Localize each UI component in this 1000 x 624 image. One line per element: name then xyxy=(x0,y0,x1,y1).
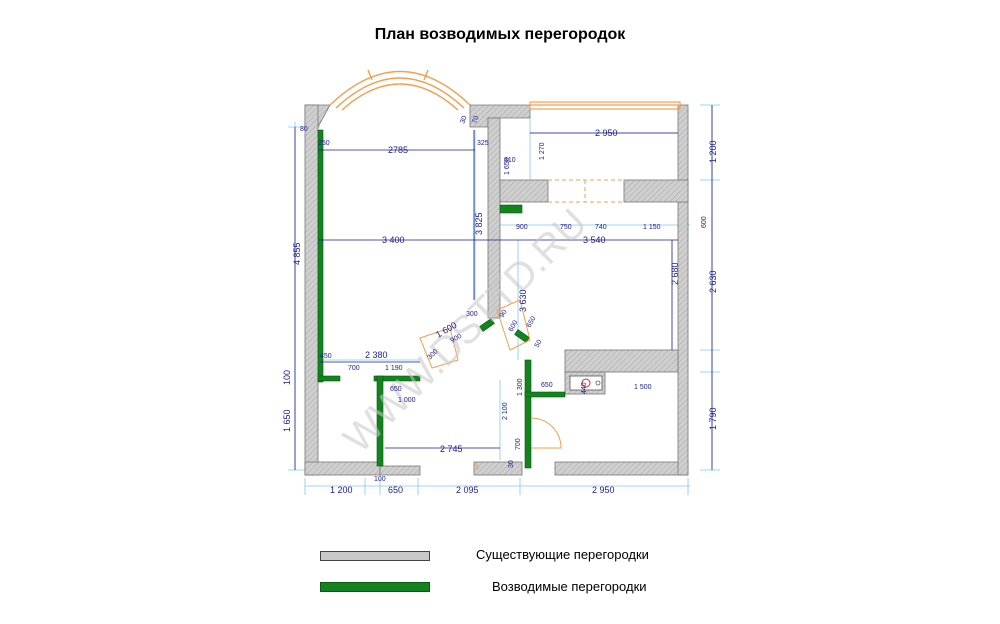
dim-1270: 1 270 xyxy=(539,142,546,160)
dim-2950-bottom: 2 950 xyxy=(592,485,615,495)
dim-600: 600 xyxy=(701,216,708,228)
dim-80: 80 xyxy=(300,126,308,133)
kitchen-appliance xyxy=(569,375,603,391)
dim-1000: 1 000 xyxy=(398,397,416,404)
dim-2630: 2 630 xyxy=(708,270,718,293)
dim-1300: 1 300 xyxy=(517,378,524,396)
dim-1200-right: 1 200 xyxy=(708,140,718,163)
dim-650-d: 650 xyxy=(541,382,553,389)
opening-dashed xyxy=(548,179,624,203)
dim-310: 310 xyxy=(504,157,516,164)
plan-title: План возводимых перегородок xyxy=(374,26,626,43)
dim-2745: 2 745 xyxy=(440,444,463,454)
door-swings xyxy=(419,299,562,471)
dim-250: 250 xyxy=(318,140,330,147)
dim-1650-top: 1 650 xyxy=(504,157,511,175)
bay-window xyxy=(329,69,471,111)
dimension-lines xyxy=(294,105,713,470)
dim-100-left: 100 xyxy=(282,370,292,385)
dim-650-c: 650 xyxy=(390,386,402,393)
existing-walls xyxy=(304,104,689,476)
dim-740: 740 xyxy=(595,224,607,231)
dim-2095: 2 095 xyxy=(456,485,479,495)
dim-2950-top: 2 950 xyxy=(595,128,618,138)
dim-30-b: 30 xyxy=(508,460,515,468)
dim-70: 70 xyxy=(471,115,480,125)
dim-750: 750 xyxy=(560,224,572,231)
dim-90: 90 xyxy=(499,309,509,319)
dim-900-b: 900 xyxy=(450,333,464,345)
dim-2785: 2785 xyxy=(388,145,408,155)
dim-2380: 2 380 xyxy=(365,350,388,360)
dim-1500: 1 500 xyxy=(634,384,652,391)
dim-3540: 3 540 xyxy=(583,235,606,245)
legend-new-swatch xyxy=(320,582,430,592)
dim-1790: 1 790 xyxy=(708,407,718,430)
dim-50: 50 xyxy=(534,339,544,349)
new-walls xyxy=(317,129,566,469)
dim-1150: 1 150 xyxy=(643,224,661,231)
dim-700-b: 700 xyxy=(515,438,522,450)
dim-440: 440 xyxy=(581,382,588,394)
legend-new-label: Возводимые перегородки xyxy=(492,579,647,594)
dim-1650-left: 1 650 xyxy=(282,409,292,432)
dim-3825: 3 825 xyxy=(474,212,484,235)
legend-existing-swatch xyxy=(320,551,430,561)
legend-existing-label: Существующие перегородки xyxy=(476,547,649,562)
dim-100-bottom: 100 xyxy=(374,476,386,483)
window-strip-top xyxy=(529,101,681,110)
dim-3400: 3 400 xyxy=(382,235,405,245)
dim-650-b: 650 xyxy=(526,315,538,329)
dim-2100: 2 100 xyxy=(502,402,509,420)
dim-1190: 1 190 xyxy=(385,365,403,372)
dim-700-a: 700 xyxy=(348,365,360,372)
dim-325: 325 xyxy=(477,140,489,147)
dim-900-a: 900 xyxy=(516,224,528,231)
dim-600-b: 600 xyxy=(508,319,520,333)
dim-2680: 2 680 xyxy=(670,262,680,285)
dim-300-a: 300 xyxy=(466,311,478,318)
dim-3630: 3 630 xyxy=(518,289,528,312)
dim-4855: 4 855 xyxy=(292,242,302,265)
dim-1200-bottom: 1 200 xyxy=(330,485,353,495)
dim-450: 450 xyxy=(320,353,332,360)
dim-30: 30 xyxy=(459,115,468,125)
dim-650-bottom: 650 xyxy=(388,485,403,495)
